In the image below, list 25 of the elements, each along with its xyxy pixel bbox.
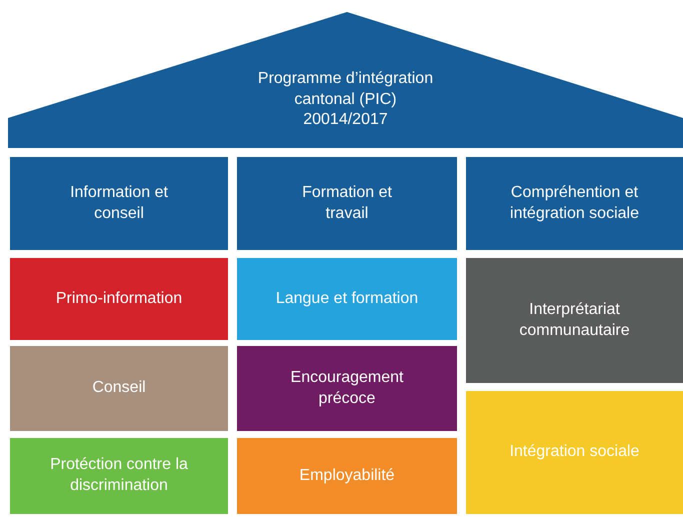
block-label: Compréhention et intégration sociale [509,182,640,224]
column-header-panel [466,157,683,250]
program-block [466,391,683,514]
block-label: Conseil [91,378,147,398]
column-header-panel [237,157,457,250]
program-block [237,258,457,340]
roof-title: Programme d’intégration cantonal (PIC) [256,68,434,110]
block-label: Interprétariat communautaire [518,300,631,340]
program-block [10,258,228,340]
block-label: Employabilité [298,466,396,486]
block-label: Protéction contre la discrimination [49,455,189,496]
program-block [10,346,228,431]
program-block [466,258,683,383]
roof-banner [8,12,683,148]
block-label: Information et conseil [69,182,169,224]
program-block [237,438,457,514]
roof-title: 20014/2017 [302,110,389,130]
column-header-panel [10,157,228,250]
program-block [10,438,228,514]
block-label: Formation et travail [301,182,393,224]
block-label: Primo-information [54,288,184,309]
program-block [237,346,457,431]
block-label: Encouragement précoce [290,368,404,408]
block-label: Intégration sociale [508,442,640,462]
block-label: Langue et formation [274,288,420,309]
